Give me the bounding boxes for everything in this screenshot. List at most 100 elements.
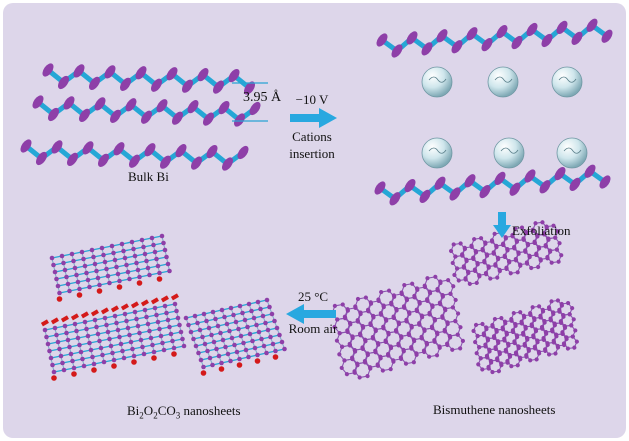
bismuthene-atom (391, 358, 396, 363)
lattice-bi-atom (214, 346, 219, 352)
lattice-bi-atom (272, 318, 277, 324)
lattice-bi-atom (181, 343, 187, 349)
lattice-bi-atom (65, 281, 71, 287)
bi-atom (389, 192, 401, 206)
lattice-bi-atom (145, 321, 151, 327)
carbonate-group (50, 317, 59, 325)
bi-atom (466, 27, 478, 41)
lattice-bi-atom (124, 318, 129, 324)
bismuthene-atom (519, 321, 524, 326)
lattice-bi-atom (256, 329, 262, 335)
lattice-bi-atom (229, 335, 235, 341)
lattice-bi-atom (91, 254, 96, 260)
bismuthene-atom (543, 244, 548, 249)
bismuthene-atom (540, 326, 545, 331)
lattice-bi-atom (72, 321, 78, 327)
lattice-bi-atom (178, 329, 184, 335)
bismuthene-atom (492, 316, 498, 322)
lattice-bi-atom (180, 336, 185, 342)
lattice-bi-atom (154, 312, 159, 318)
lattice-bi-atom (78, 349, 84, 355)
lattice-bi-atom (64, 330, 69, 336)
bismuthene-atom (460, 338, 465, 344)
lattice-bi-atom (62, 267, 68, 273)
lattice-bi-atom (167, 268, 172, 274)
lattice-bi-atom (160, 340, 165, 346)
bismuthene-atom (494, 243, 499, 249)
lattice-bi-atom (232, 342, 237, 348)
lattice-bi-atom (89, 247, 95, 253)
bismuthene-atom (531, 333, 536, 338)
bismuthene-atom (535, 233, 540, 238)
lattice-bi-atom (141, 351, 147, 357)
lattice-bi-atom (91, 361, 97, 367)
bismuthene-atom (368, 300, 373, 305)
lattice-bi-atom (77, 342, 82, 348)
bi-atom (82, 141, 94, 155)
bismuthene-atom (399, 290, 404, 295)
bismuthene-atom (530, 227, 536, 232)
lattice-bi-atom (102, 259, 108, 265)
lattice-bi-atom (122, 311, 128, 317)
bismuthene-atom (450, 305, 456, 310)
bismuthene-atom (434, 330, 440, 335)
bismuthene-atom (421, 348, 427, 353)
lattice-bi-atom (263, 320, 268, 326)
lattice-bi-atom (101, 359, 107, 365)
bismuthene-atom (368, 322, 373, 327)
lattice-bi-atom (188, 329, 194, 335)
bismuthene-atom (493, 345, 498, 350)
lattice-bi-atom (228, 305, 234, 311)
lattice-bi-atom (110, 350, 115, 356)
carbonate-group (160, 295, 169, 303)
bismuthene-atom (432, 338, 437, 343)
bismuthene-atom (419, 336, 424, 341)
lattice-bi-atom (82, 263, 88, 269)
lattice-bi-atom (51, 369, 57, 375)
bismuthene-atom (410, 281, 415, 286)
carbonate-group (100, 307, 109, 315)
bismuthene-atom (383, 338, 388, 343)
bismuthene-atom (482, 260, 487, 265)
bismuthene-atom (571, 317, 576, 322)
lattice-bi-atom (45, 341, 51, 347)
lattice-bi-atom (104, 266, 109, 272)
lattice-bi-atom (269, 311, 275, 317)
bismuthene-atom (521, 237, 526, 242)
bismuthene-atom (358, 310, 363, 315)
lattice-bi-atom (115, 327, 121, 333)
lattice-bi-atom (220, 337, 226, 343)
lattice-bi-atom (243, 347, 249, 353)
bismuthene-atom (538, 257, 543, 262)
bismuthene-atom (546, 305, 552, 310)
bi-atom (166, 67, 178, 81)
bismuthene-atom (530, 305, 535, 310)
bismuthene-atom (435, 288, 440, 293)
lattice-bi-atom (246, 301, 252, 307)
bismuthene-atom (404, 317, 409, 322)
lattice-bi-atom (115, 271, 121, 277)
lattice-bi-atom (168, 331, 174, 337)
bismuthene-atom (549, 299, 554, 304)
bi-atom (436, 29, 448, 43)
carbonate-group (70, 313, 79, 321)
bismuthene-atom (335, 317, 340, 322)
bismuthene-atom (476, 362, 481, 367)
lattice-bi-atom (92, 261, 98, 267)
cation-sphere (487, 66, 519, 98)
bi-atom (42, 63, 54, 77)
lattice-bi-atom (228, 358, 233, 364)
bismuthene-atom (365, 351, 370, 356)
bismuthene-atom (337, 331, 342, 336)
bismuthene-atom (570, 306, 575, 311)
lattice-bi-atom (64, 274, 69, 280)
lattice-bi-atom (85, 277, 91, 283)
bismuthene-atom (429, 324, 435, 329)
lattice-bi-atom (175, 315, 181, 321)
bismuthene-atom (499, 316, 504, 321)
bismuthene-atom (388, 367, 393, 372)
bismuthene-atom (508, 271, 513, 276)
bi-atom (187, 100, 199, 114)
bismuthene-atom (412, 295, 417, 300)
bismuthene-atom (524, 260, 530, 265)
